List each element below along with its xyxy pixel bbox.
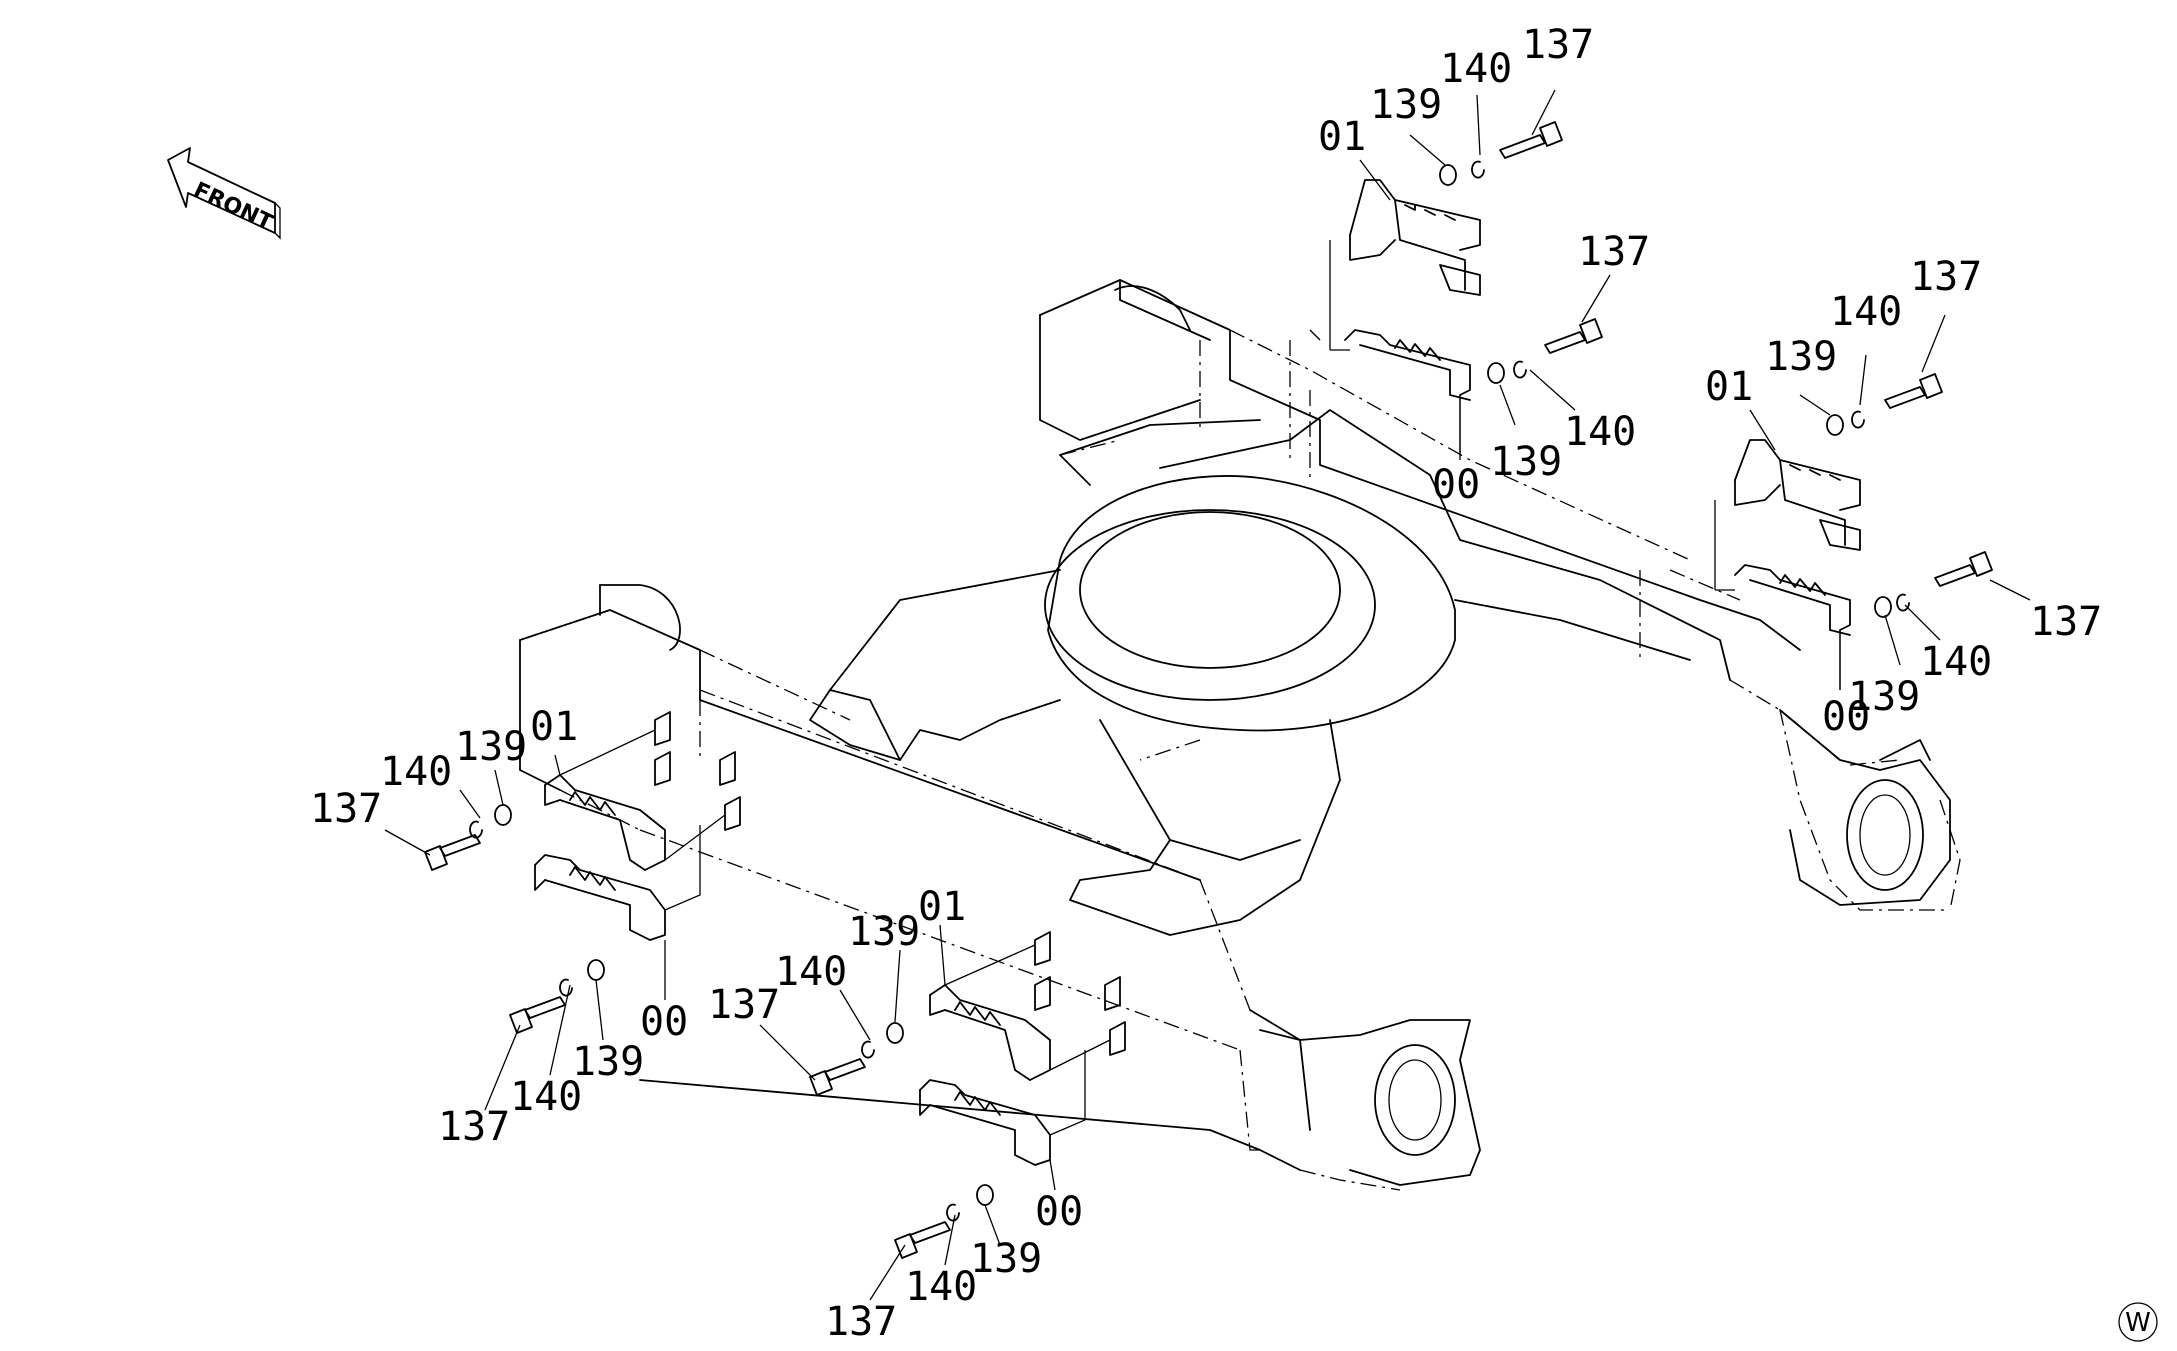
lock-washer-icon [1896,593,1910,612]
callout-label: 00 [640,999,688,1045]
callout-label: 139 [1490,439,1562,485]
callout-label: 139 [455,724,527,770]
washer-icon [976,1184,994,1206]
washer-icon [587,959,605,981]
callout-label: 01 [530,704,578,750]
bracket-lower-center-group [919,931,1126,1166]
bracket-lower-left-group [534,711,741,941]
callout-label: 140 [905,1264,977,1310]
washer-icon [1439,164,1457,186]
callout-label: 140 [510,1074,582,1120]
callout-label: 139 [572,1039,644,1085]
callout-label: 137 [708,982,780,1028]
corner-mark-letter: W [2125,1308,2151,1338]
callout-label: 137 [825,1299,897,1345]
hardware [424,121,1993,1259]
callout-label: 139 [970,1236,1042,1282]
callout-label: 140 [380,749,452,795]
bolt-icon [1499,121,1563,159]
callout-label: 139 [1765,334,1837,380]
bolt-icon [894,1221,951,1259]
callout-label: 137 [310,786,382,832]
track-frame [519,279,1951,1186]
callout-label: 140 [1830,289,1902,335]
lock-washer-icon [946,1203,960,1222]
callout-label: 01 [918,884,966,930]
lock-washer-icon [1513,360,1527,379]
callout-label: 137 [1522,22,1594,68]
corner-mark: W [2118,1302,2158,1342]
bolt-icon [1544,318,1603,354]
lock-washer-icon [861,1040,875,1059]
callout-label: 00 [1822,694,1870,740]
lock-washer-icon [469,820,483,839]
callout-label: 01 [1318,114,1366,160]
leader-lines [384,89,2031,1301]
callout-label: 00 [1035,1189,1083,1235]
washer-icon [494,804,512,826]
lock-washer-icon [1471,160,1485,179]
callout-label: 00 [1432,462,1480,508]
washer-icon [886,1022,904,1044]
callout-label: 137 [438,1104,510,1150]
bolt-icon [424,834,481,871]
callout-labels: 137 140 139 01 137 140 139 00 137 140 13… [310,22,2102,1345]
hidden-lines [559,329,1961,1191]
callout-label: 137 [1578,229,1650,275]
bracket-upper-right-group [1714,439,1861,690]
callout-label: 137 [1910,254,1982,300]
callout-label: 139 [1848,674,1920,720]
bracket-upper-left-group [1329,179,1481,460]
callout-label: 01 [1705,364,1753,410]
callout-label: 140 [775,949,847,995]
front-arrow-icon: FRONT [167,147,281,240]
callout-label: 137 [2030,599,2102,645]
callout-label: 140 [1440,46,1512,92]
washer-icon [1487,362,1505,384]
front-label: FRONT [189,178,276,236]
lock-washer-icon [1851,410,1865,429]
bolt-icon [1934,551,1993,587]
lock-washer-icon [559,978,573,997]
callout-label: 140 [1920,639,1992,685]
callout-label: 139 [848,909,920,955]
bolt-icon [1884,373,1943,409]
washer-icon [1874,596,1892,618]
callout-label: 139 [1370,82,1442,128]
washer-icon [1826,414,1844,436]
callout-label: 140 [1564,409,1636,455]
bolt-icon [809,1058,866,1096]
